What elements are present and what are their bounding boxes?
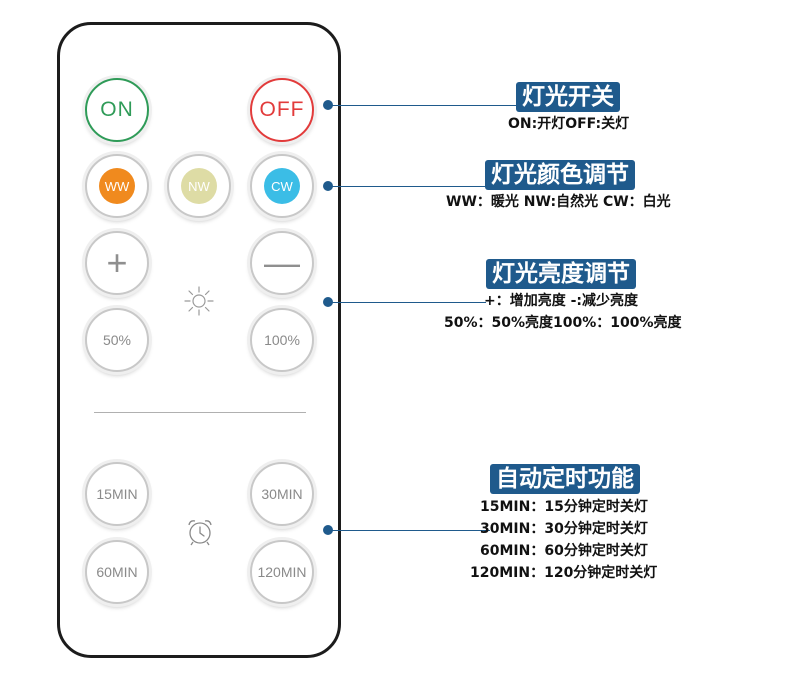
callout-line-switch [330, 105, 516, 106]
timer-desc-60: 60MIN：60分钟定时关灯 [480, 543, 648, 559]
off-button[interactable]: OFF [250, 78, 314, 142]
timer-30min-button[interactable]: 30MIN [250, 462, 314, 526]
sun-icon [184, 286, 214, 316]
brightness-50-button[interactable]: 50% [85, 308, 149, 372]
timer-15min-button[interactable]: 15MIN [85, 462, 149, 526]
brightness-desc-1: +：增加亮度 -:减少亮度 [484, 293, 639, 309]
timer-title: 自动定时功能 [490, 464, 640, 494]
callout-line-color [330, 186, 485, 187]
plus-button[interactable]: + [85, 231, 149, 295]
brightness-title: 灯光亮度调节 [486, 259, 636, 289]
color-title: 灯光颜色调节 [485, 160, 635, 190]
callout-line-brightness [330, 302, 486, 303]
callout-dot-switch [323, 100, 333, 110]
ww-button[interactable]: WW [85, 154, 149, 218]
alarm-clock-icon [188, 520, 212, 546]
callout-line-timer [330, 530, 490, 531]
timer-desc-15: 15MIN：15分钟定时关灯 [480, 499, 648, 515]
timer-120min-button[interactable]: 120MIN [250, 540, 314, 604]
minus-button[interactable]: — [250, 231, 314, 295]
ww-dot: WW [99, 168, 135, 204]
switch-title: 灯光开关 [516, 82, 620, 112]
timer-60min-button[interactable]: 60MIN [85, 540, 149, 604]
callout-dot-color [323, 181, 333, 191]
cw-dot: CW [264, 168, 300, 204]
timer-desc-120: 120MIN：120分钟定时关灯 [470, 565, 658, 581]
timer-desc-30: 30MIN：30分钟定时关灯 [480, 521, 648, 537]
nw-button[interactable]: NW [167, 154, 231, 218]
callout-dot-timer [323, 525, 333, 535]
on-button[interactable]: ON [85, 78, 149, 142]
switch-desc: ON:开灯OFF:关灯 [508, 116, 630, 132]
callout-dot-brightness [323, 297, 333, 307]
color-desc: WW：暖光 NW:自然光 CW：白光 [446, 194, 671, 210]
divider-line [94, 412, 306, 413]
brightness-desc-2: 50%：50%亮度100%：100%亮度 [444, 315, 682, 331]
brightness-100-button[interactable]: 100% [250, 308, 314, 372]
cw-button[interactable]: CW [250, 154, 314, 218]
nw-dot: NW [181, 168, 217, 204]
